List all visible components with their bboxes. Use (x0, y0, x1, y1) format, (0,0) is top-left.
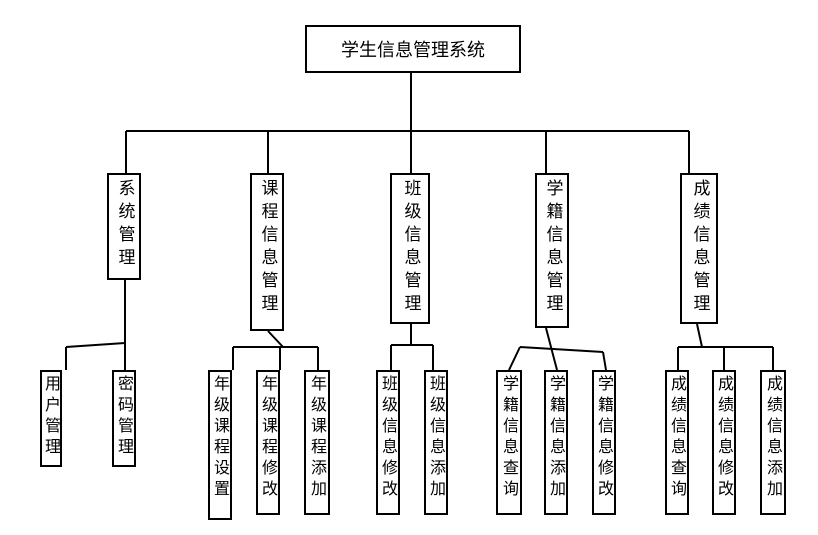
leaf-class-info-modify: 班级信息修改 (376, 370, 400, 515)
leaf-class-info-add: 班级信息添加 (424, 370, 448, 515)
leaf-label: 班级信息修改 (379, 375, 398, 501)
branch-label: 课程信息管理 (257, 179, 278, 317)
leaf-grade-info-add: 成绩信息添加 (760, 370, 786, 515)
leaf-label: 年级课程修改 (259, 375, 278, 501)
leaf-label: 成绩信息修改 (715, 375, 734, 501)
root-node: 学生信息管理系统 (305, 25, 521, 73)
leaf-label: 成绩信息查询 (668, 375, 687, 501)
branch-system-management: 系统管理 (107, 173, 141, 280)
leaf-student-status-add: 学籍信息添加 (544, 370, 568, 515)
leaf-label: 学籍信息添加 (547, 375, 566, 501)
leaf-grade-info-modify: 成绩信息修改 (712, 370, 736, 515)
leaf-user-management: 用户管理 (40, 370, 62, 467)
leaf-grade-course-add: 年级课程添加 (304, 370, 330, 515)
branch-grade-info-management: 成绩信息管理 (680, 173, 718, 324)
leaf-label: 班级信息添加 (427, 375, 446, 501)
branch-label: 学籍信息管理 (542, 179, 563, 317)
branch-student-status-management: 学籍信息管理 (535, 173, 569, 328)
branch-label: 成绩信息管理 (689, 179, 710, 317)
branch-label: 系统管理 (114, 179, 135, 271)
leaf-label: 用户管理 (42, 375, 61, 459)
leaf-label: 年级课程设置 (211, 375, 230, 501)
branch-course-info-management: 课程信息管理 (250, 173, 284, 331)
leaf-grade-course-setup: 年级课程设置 (208, 370, 232, 520)
leaf-label: 学籍信息查询 (500, 375, 519, 501)
leaf-grade-course-modify: 年级课程修改 (256, 370, 280, 515)
branch-label: 班级信息管理 (400, 179, 421, 317)
leaf-password-management: 密码管理 (112, 370, 136, 467)
leaf-label: 成绩信息添加 (764, 375, 783, 501)
leaf-label: 年级课程添加 (308, 375, 327, 501)
root-label: 学生信息管理系统 (341, 40, 485, 61)
branch-class-info-management: 班级信息管理 (390, 173, 430, 324)
leaf-student-status-query: 学籍信息查询 (496, 370, 522, 515)
leaf-label: 密码管理 (115, 375, 134, 459)
leaf-label: 学籍信息修改 (595, 375, 614, 501)
leaf-student-status-modify: 学籍信息修改 (592, 370, 616, 515)
leaf-grade-info-query: 成绩信息查询 (665, 370, 689, 515)
